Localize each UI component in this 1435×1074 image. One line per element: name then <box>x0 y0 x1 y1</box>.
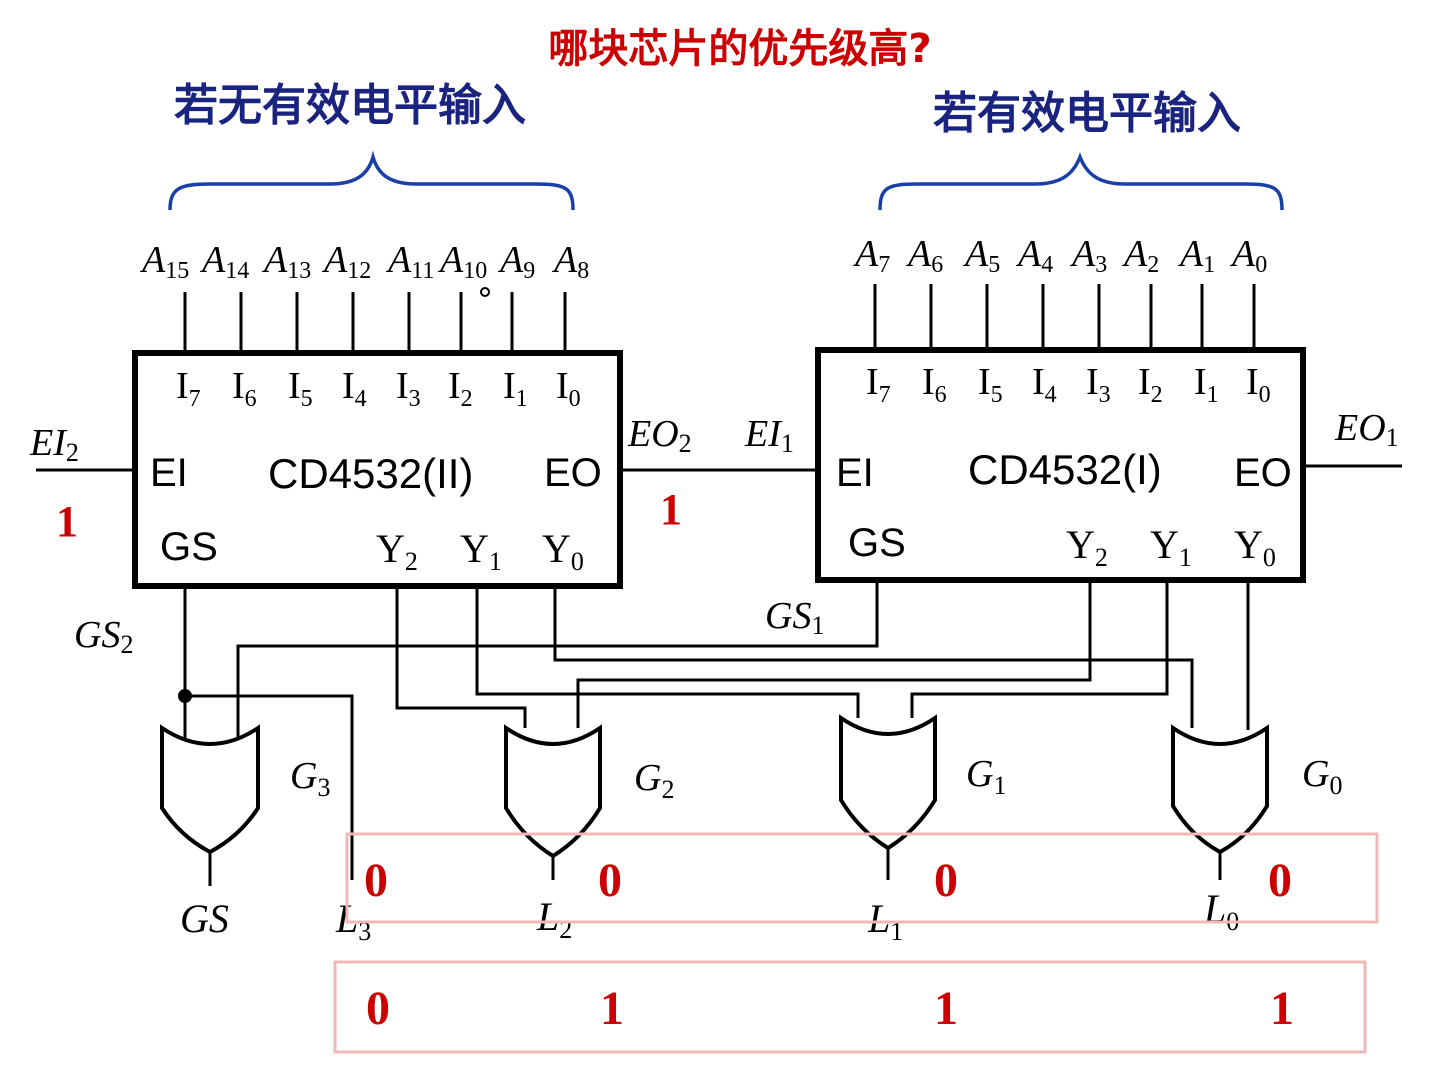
chip-left-pin-i7: I7 <box>176 365 201 412</box>
input-label-a13: A13 <box>261 239 311 284</box>
chip-right-box <box>815 347 1306 583</box>
row2-value-l0: 1 <box>1270 982 1294 1035</box>
eo1-label: EO1 <box>1334 407 1399 452</box>
right-input-wires <box>873 284 1256 350</box>
chip-left-y1: Y1 <box>460 526 502 576</box>
chip-left-pin-i1: I1 <box>503 365 528 412</box>
row1-value-l2: 0 <box>598 854 622 907</box>
or-gate-g2 <box>504 724 602 859</box>
chip-right-pin-i0: I0 <box>1246 361 1271 408</box>
chip-right-eo-pin: EO <box>1234 451 1292 495</box>
chip-right-pin-i4: I4 <box>1032 361 1057 408</box>
input-label-a14: A14 <box>199 239 249 284</box>
ei2-label: EI2 <box>29 422 79 467</box>
junction-dot <box>178 689 192 703</box>
gate-label-g2: G2 <box>634 757 674 804</box>
input-label-a8: A8 <box>551 239 589 284</box>
chip-left-pin-i3: I3 <box>396 365 421 412</box>
input-label-a2: A2 <box>1121 233 1159 278</box>
chip-left-eo-pin: EO <box>544 451 602 495</box>
chip-right-pin-i1: I1 <box>1194 361 1219 408</box>
chip-right-pin-i7: I7 <box>866 361 891 408</box>
left-brace <box>168 150 575 211</box>
chip-left-pin-i4: I4 <box>342 365 367 412</box>
chip-right-gs-pin: GS <box>848 521 906 565</box>
chip-right-name: CD4532(I) <box>968 446 1162 493</box>
dot-mark <box>480 287 490 297</box>
input-label-a4: A4 <box>1015 233 1053 278</box>
result-box-1 <box>345 832 1379 924</box>
output-label-l2: L2 <box>536 894 572 944</box>
chip-right-y1: Y1 <box>1150 522 1192 572</box>
chip-right-y0: Y0 <box>1234 522 1276 572</box>
row1-value-l1: 0 <box>934 854 958 907</box>
output-label-l1: L1 <box>867 896 903 946</box>
input-label-a9: A9 <box>497 239 535 284</box>
chip-right-y2: Y2 <box>1066 522 1108 572</box>
chip-right-pin-i3: I3 <box>1086 361 1111 408</box>
row1-value-l0: 0 <box>1268 854 1292 907</box>
or-gate-g0 <box>1171 724 1269 855</box>
input-label-a6: A6 <box>905 233 943 278</box>
chip-right-pin-i2: I2 <box>1138 361 1163 408</box>
input-label-a0: A0 <box>1229 233 1267 278</box>
right-group-label: 若有效电平输入 <box>933 88 1241 139</box>
gate-label-g3: G3 <box>290 755 330 802</box>
input-label-a15: A15 <box>139 239 189 284</box>
result-box-2 <box>333 960 1367 1054</box>
gs-output-label: GS <box>180 896 229 941</box>
gate-label-g0: G0 <box>1302 753 1342 800</box>
row2-value-l2: 1 <box>600 982 624 1035</box>
right-brace <box>878 152 1284 211</box>
title: 哪块芯片的优先级高? <box>548 26 931 72</box>
enable-wires <box>36 464 1402 472</box>
chip-right-ei-pin: EI <box>836 451 874 495</box>
input-label-a10: A10 <box>437 239 487 284</box>
left-input-wires <box>183 292 567 353</box>
chip-right-pin-i5: I5 <box>978 361 1003 408</box>
ei2-value: 1 <box>56 497 78 546</box>
chip-right-pin-i6: I6 <box>922 361 947 408</box>
input-label-a11: A11 <box>385 239 434 284</box>
chip-left-pin-i5: I5 <box>288 365 313 412</box>
chip-left-name: CD4532(II) <box>268 450 473 497</box>
gs1-label: GS1 <box>765 595 824 640</box>
input-label-a1: A1 <box>1177 233 1215 278</box>
chip-left-box <box>132 350 623 589</box>
or-gate-gs <box>160 724 260 855</box>
input-label-a3: A3 <box>1069 233 1107 278</box>
chip-left-y2: Y2 <box>376 526 418 576</box>
chip-left-gs-pin: GS <box>160 525 218 569</box>
or-gate-g1 <box>839 714 937 851</box>
input-label-a12: A12 <box>321 239 371 284</box>
chip-left-pin-i0: I0 <box>556 365 581 412</box>
chip-left-pin-i2: I2 <box>448 365 473 412</box>
ei1-label: EI1 <box>744 413 794 458</box>
input-label-a7: A7 <box>852 233 890 278</box>
chip-left-y0: Y0 <box>542 526 584 576</box>
chip-left-pin-i6: I6 <box>232 365 257 412</box>
eo2-label: EO2 <box>627 413 692 458</box>
gs2-label: GS2 <box>74 614 133 659</box>
row2-value-l3: 0 <box>366 982 390 1035</box>
gate-label-g1: G1 <box>966 753 1006 800</box>
eo2-value: 1 <box>660 485 682 534</box>
row2-value-l1: 1 <box>934 982 958 1035</box>
output-label-l0: L0 <box>1203 886 1239 936</box>
left-group-label: 若无有效电平输入 <box>174 80 526 131</box>
row1-value-l3: 0 <box>364 854 388 907</box>
interconnect-wires <box>183 580 1250 886</box>
input-label-a5: A5 <box>962 233 1000 278</box>
chip-left-ei-pin: EI <box>150 451 188 495</box>
